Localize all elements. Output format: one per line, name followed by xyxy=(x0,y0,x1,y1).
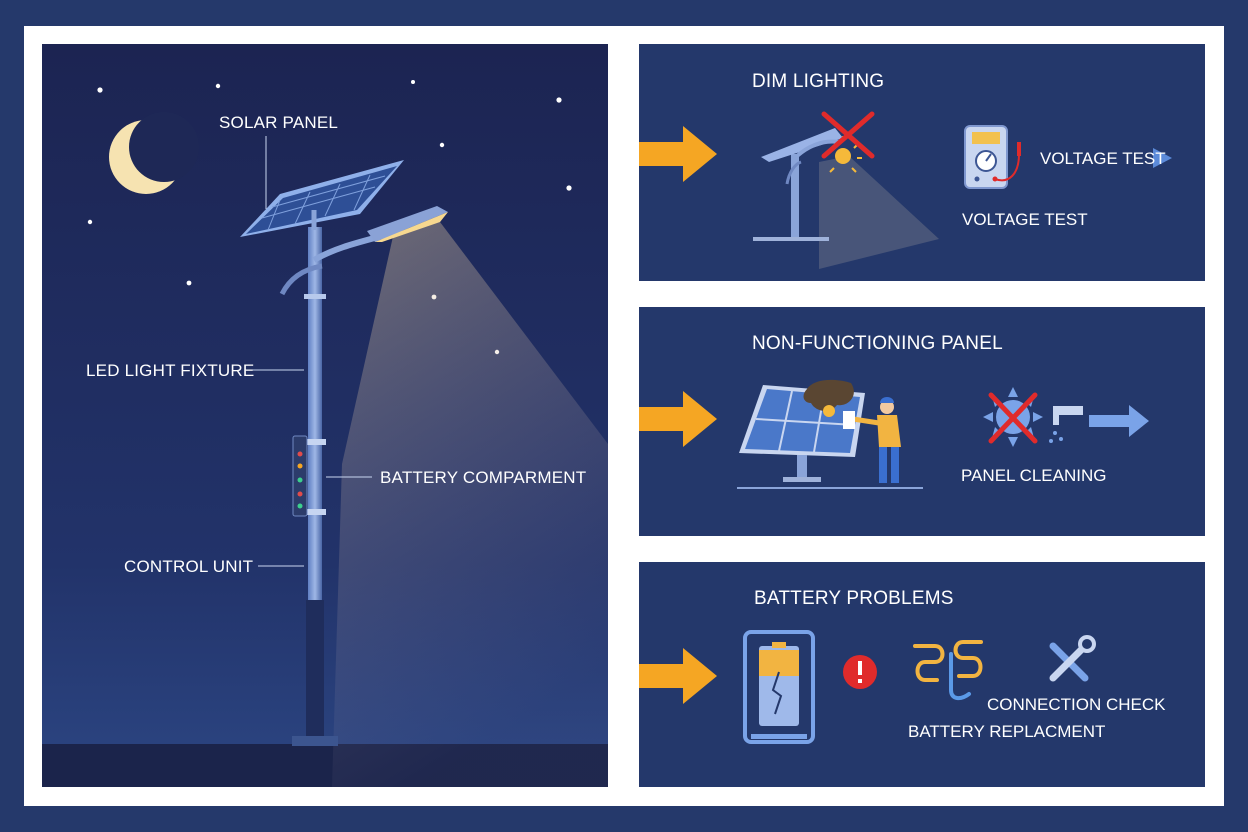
solar-panel-icon xyxy=(240,160,404,237)
arrow-right-icon xyxy=(1153,148,1172,168)
dim-streetlight-icon xyxy=(753,128,862,241)
arrow-icon xyxy=(639,391,717,447)
moon-icon xyxy=(109,112,199,194)
battery-compartment-icon xyxy=(292,435,308,517)
cables-icon xyxy=(913,640,983,701)
voltage-test-caption-2: VOLTAGE TEST xyxy=(962,210,1088,229)
battery-replacement-caption: BATTERY REPLACMENT xyxy=(908,722,1106,741)
panel-cleaning-caption: PANEL CLEANING xyxy=(961,466,1107,485)
battery-compartment-label: BATTERY COMPARMENT xyxy=(380,468,587,487)
multimeter-icon xyxy=(964,125,1021,189)
connection-check-caption: CONNECTION CHECK xyxy=(987,695,1166,714)
panel-title: BATTERY PROBLEMS xyxy=(754,588,954,609)
x-mark-icon xyxy=(821,111,875,159)
panel-title: NON-FUNCTIONING PANEL xyxy=(752,333,1003,354)
tools-icon xyxy=(1049,635,1096,682)
arrow-icon xyxy=(639,126,717,182)
sun-crossed-icon xyxy=(983,387,1043,447)
dim-lighting-panel: DIM LIGHTING VOLTAGE TEST VOLTAGE TEST xyxy=(639,44,1205,281)
dirty-panel-icon xyxy=(737,379,923,489)
arrow-icon xyxy=(639,648,717,704)
water-spray-icon xyxy=(1049,406,1083,443)
panel-title: DIM LIGHTING xyxy=(752,71,885,92)
battery-problems-panel: BATTERY PROBLEMS CONNECTION CHECK BATTER… xyxy=(639,562,1205,787)
streetlight-scene: SOLAR PANEL LED LIGHT FIXTURE BATTERY CO… xyxy=(42,44,608,787)
voltage-test-caption-1: VOLTAGE TEST xyxy=(1040,149,1166,168)
led-fixture-icon xyxy=(367,206,448,242)
cracked-battery-icon xyxy=(743,630,815,744)
alert-icon xyxy=(843,655,877,689)
technician-icon xyxy=(843,397,901,483)
led-fixture-label: LED LIGHT FIXTURE xyxy=(86,361,255,380)
scene-illustration xyxy=(42,44,608,787)
non-functioning-panel: NON-FUNCTIONING PANEL PANEL CLEANING xyxy=(639,307,1205,536)
solar-panel-label: SOLAR PANEL xyxy=(219,113,339,132)
arrow-right-icon xyxy=(1089,405,1149,437)
control-unit-label: CONTROL UNIT xyxy=(124,557,254,576)
